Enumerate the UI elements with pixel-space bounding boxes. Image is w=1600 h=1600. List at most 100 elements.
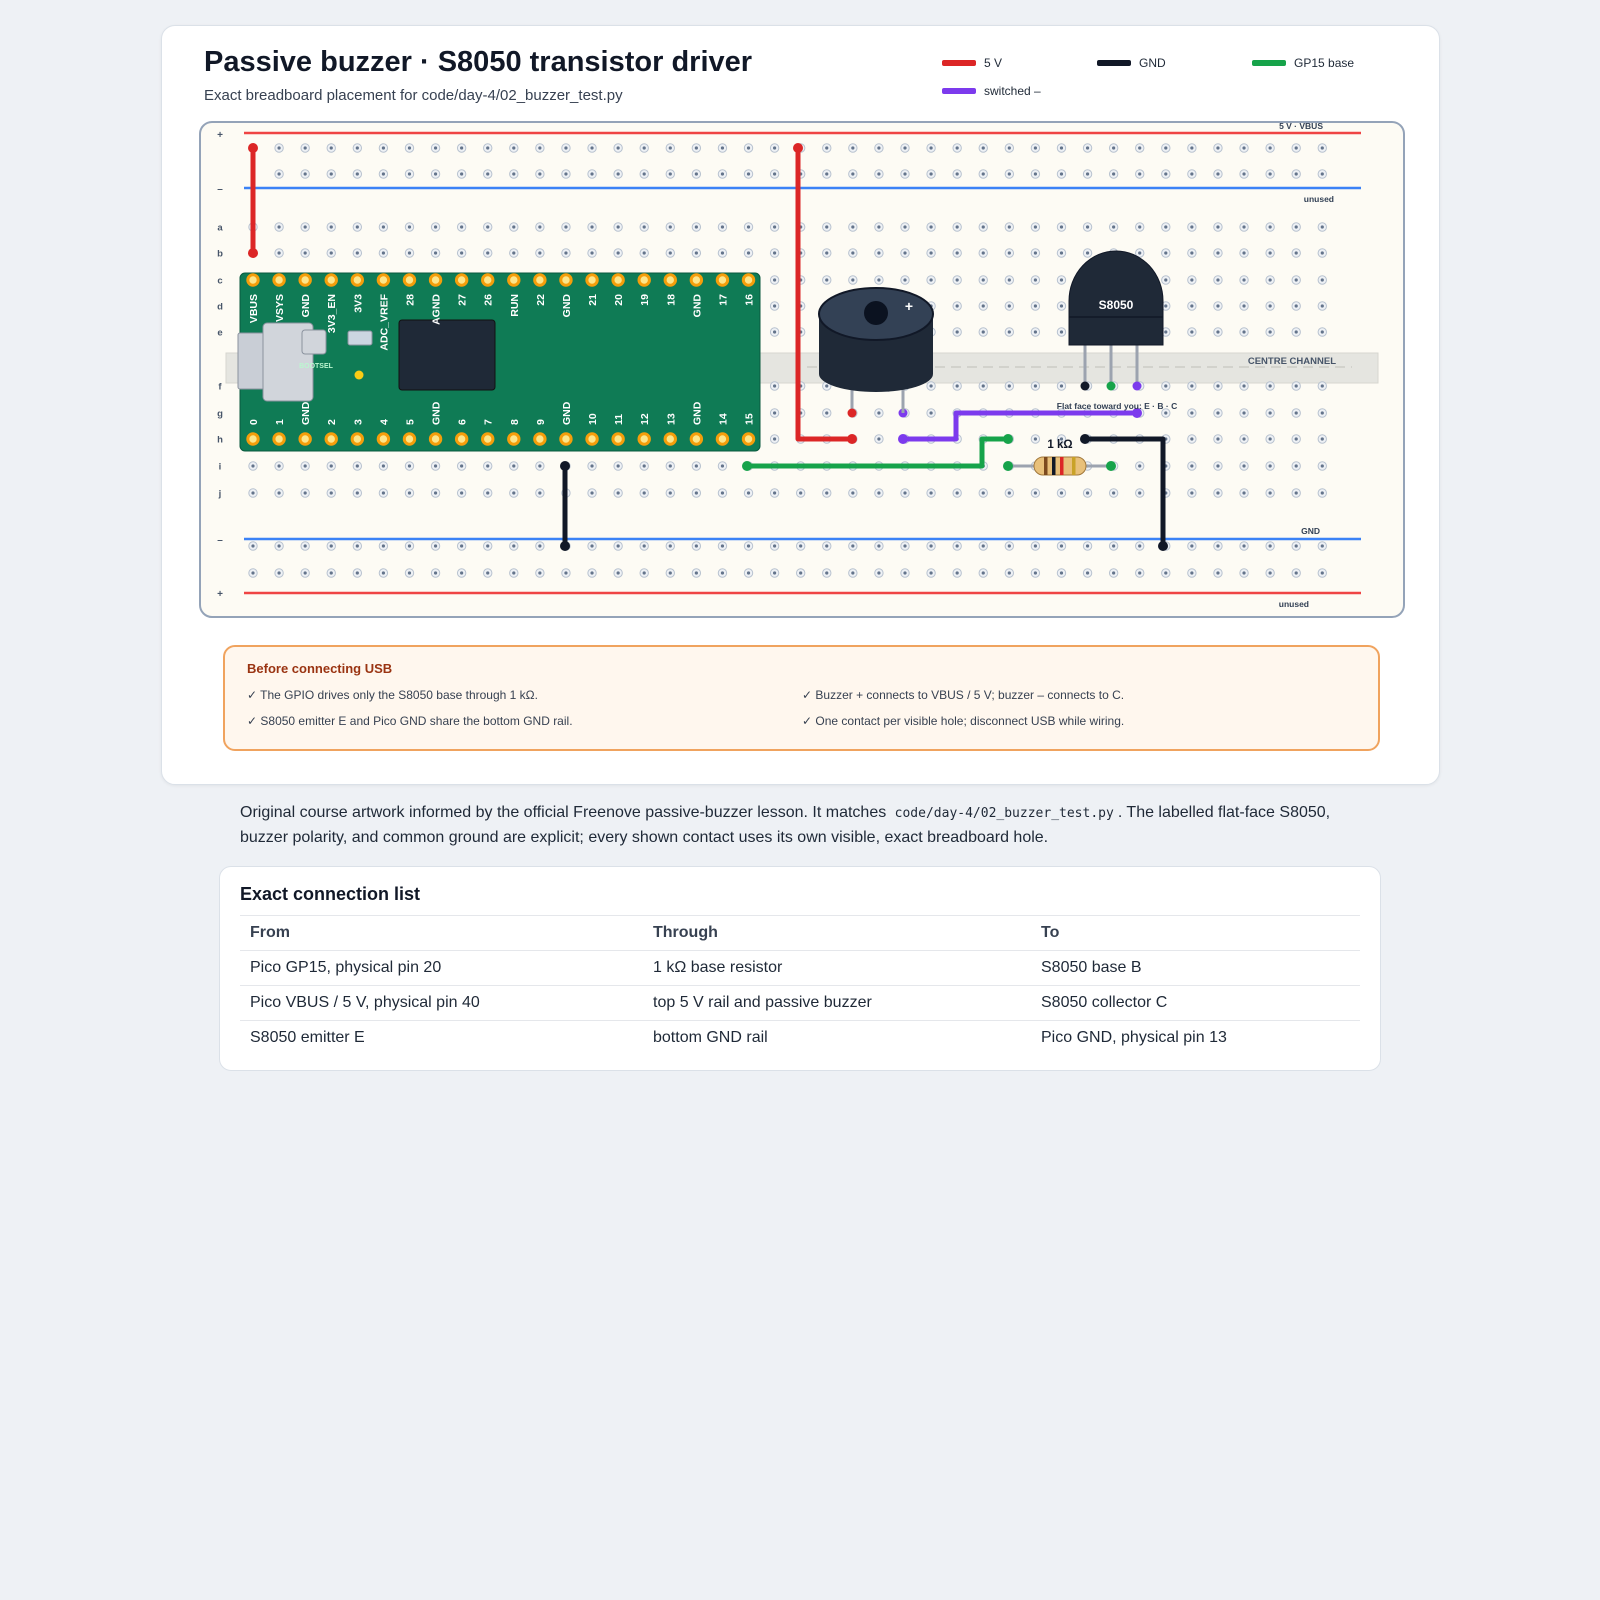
breadboard-hole bbox=[822, 169, 832, 179]
breadboard-hole bbox=[1004, 275, 1015, 285]
legend-swatch bbox=[942, 88, 976, 94]
breadboard-hole bbox=[509, 461, 519, 471]
breadboard-hole bbox=[952, 301, 962, 311]
breadboard-hole bbox=[978, 301, 988, 311]
breadboard-hole bbox=[509, 143, 519, 153]
breadboard-hole bbox=[1004, 143, 1015, 153]
table-cell: bottom GND rail bbox=[653, 1029, 768, 1046]
pico-pin-label: 28 bbox=[404, 294, 416, 306]
breadboard-hole bbox=[978, 248, 988, 258]
breadboard-hole bbox=[430, 143, 441, 153]
breadboard-hole bbox=[1187, 568, 1197, 578]
breadboard-hole bbox=[535, 143, 545, 153]
legend-swatch bbox=[942, 60, 976, 66]
breadboard-hole bbox=[1213, 408, 1223, 418]
breadboard-hole bbox=[639, 248, 649, 258]
description-text: . The labelled flat-face S8050, buzzer p… bbox=[240, 804, 1331, 846]
legend-swatch bbox=[1252, 60, 1286, 66]
table-cell: S8050 collector C bbox=[1031, 985, 1360, 1021]
breadboard-hole bbox=[1239, 541, 1249, 551]
breadboard-hole bbox=[326, 461, 336, 471]
breadboard-hole bbox=[430, 169, 441, 179]
breadboard-hole bbox=[900, 541, 910, 551]
pico-pin-label: 15 bbox=[744, 413, 756, 425]
breadboard-hole bbox=[404, 568, 415, 578]
pico-pin-label: RUN bbox=[509, 294, 521, 317]
breadboard-hole bbox=[1265, 434, 1275, 444]
breadboard-hole bbox=[769, 222, 780, 232]
checklist-item: ✓ One contact per visible hole; disconne… bbox=[802, 714, 1125, 728]
pico-pin bbox=[272, 432, 286, 446]
buzzer-plus-mark: + bbox=[905, 298, 913, 314]
wire-end bbox=[560, 541, 570, 551]
breadboard-hole bbox=[535, 568, 545, 578]
legend-label: GP15 base bbox=[1294, 56, 1355, 70]
breadboard-hole bbox=[561, 568, 571, 578]
pico-pin-label: 17 bbox=[717, 294, 729, 306]
breadboard-hole bbox=[1004, 301, 1015, 311]
breadboard-hole bbox=[248, 568, 258, 578]
row-letter: e bbox=[217, 328, 222, 339]
breadboard-hole bbox=[1187, 327, 1197, 337]
breadboard-hole bbox=[717, 222, 728, 232]
breadboard-hole bbox=[404, 169, 415, 179]
pico-pin-label: VSYS bbox=[274, 294, 286, 322]
pico-pin bbox=[689, 432, 704, 446]
breadboard-hole bbox=[1082, 169, 1093, 179]
breadboard-hole bbox=[978, 143, 988, 153]
pico-pin-label: 18 bbox=[665, 294, 677, 306]
breadboard-hole bbox=[848, 143, 858, 153]
checklist-item: ✓ Buzzer + connects to VBUS / 5 V; buzze… bbox=[802, 688, 1125, 702]
breadboard-hole bbox=[352, 461, 363, 471]
breadboard-hole bbox=[1213, 568, 1223, 578]
breadboard-hole bbox=[1056, 275, 1067, 285]
pico-pin bbox=[507, 273, 521, 287]
breadboard-hole bbox=[430, 541, 441, 551]
breadboard-hole bbox=[952, 275, 962, 285]
breadboard-hole bbox=[378, 143, 389, 153]
pico-pin-label: ADC_VREF bbox=[378, 293, 390, 350]
breadboard-hole bbox=[769, 408, 780, 418]
breadboard-hole bbox=[769, 248, 780, 258]
table-cell: Pico VBUS / 5 V, physical pin 40 bbox=[240, 985, 643, 1021]
breadboard-hole bbox=[1082, 541, 1093, 551]
breadboard-hole bbox=[1187, 222, 1197, 232]
breadboard-hole bbox=[1265, 248, 1275, 258]
breadboard-hole bbox=[483, 488, 493, 498]
breadboard-hole bbox=[1213, 143, 1223, 153]
pico-pin bbox=[637, 432, 651, 446]
breadboard-hole bbox=[352, 541, 363, 551]
pico-pin bbox=[481, 273, 495, 287]
breadboard-hole bbox=[1213, 275, 1223, 285]
pico-pin bbox=[376, 273, 391, 287]
pico-pin-label: 7 bbox=[483, 419, 495, 425]
breadboard-hole bbox=[456, 169, 467, 179]
pico-pin bbox=[689, 273, 704, 287]
breadboard-hole bbox=[665, 488, 675, 498]
breadboard-hole bbox=[1239, 568, 1249, 578]
breadboard-hole bbox=[926, 408, 936, 418]
checklist-heading: Before connecting USB bbox=[247, 661, 393, 676]
breadboard-hole bbox=[404, 461, 415, 471]
rail-mark: – bbox=[217, 535, 223, 546]
breadboard-hole bbox=[1239, 381, 1249, 391]
breadboard-hole bbox=[430, 248, 441, 258]
usb-port bbox=[262, 322, 314, 402]
pico-pin bbox=[454, 273, 469, 287]
breadboard-hole bbox=[978, 275, 988, 285]
breadboard-hole bbox=[535, 488, 545, 498]
resistor-end bbox=[1106, 461, 1116, 471]
breadboard-hole bbox=[769, 488, 780, 498]
breadboard-hole bbox=[1056, 248, 1067, 258]
row-letter: a bbox=[217, 223, 223, 234]
breadboard-hole bbox=[1004, 568, 1015, 578]
resistor-band bbox=[1072, 457, 1076, 475]
breadboard-hole bbox=[248, 461, 258, 471]
breadboard-hole bbox=[613, 222, 623, 232]
row-letter: f bbox=[218, 382, 222, 393]
pico-pin bbox=[402, 273, 417, 287]
breadboard-hole bbox=[639, 143, 649, 153]
pico-pin-label: GND bbox=[300, 401, 312, 425]
description: Original course artwork informed by the … bbox=[240, 801, 1370, 850]
breadboard-hole bbox=[430, 488, 441, 498]
